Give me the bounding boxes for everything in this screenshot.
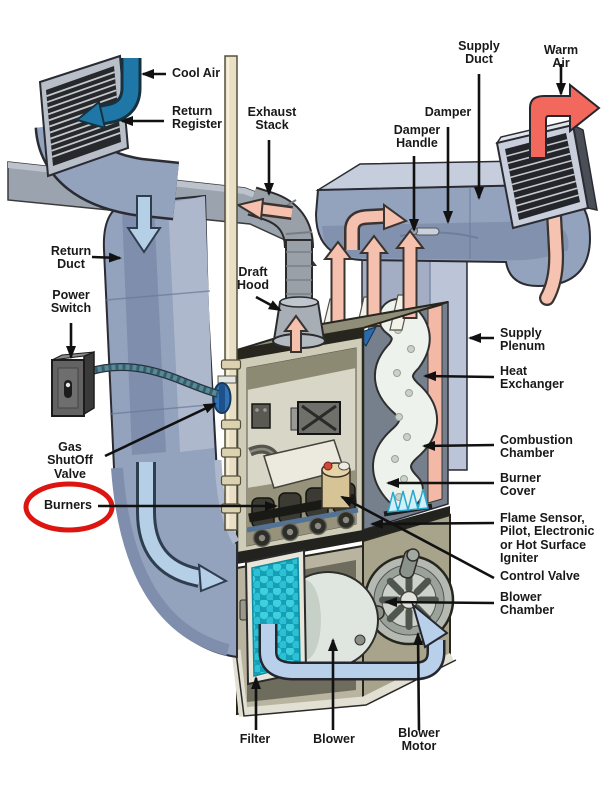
junction-box [251, 403, 271, 429]
label-draft-hood: Draft Hood [237, 265, 269, 293]
label-blower: Blower [313, 732, 355, 746]
label-burner-cover: Burner Cover [500, 471, 541, 499]
label-damper: Damper [424, 105, 472, 119]
label-heat-exchanger: Heat Exchanger [500, 364, 564, 392]
label-blower-motor: Blower Motor [398, 726, 440, 754]
label-gas-shutoff-valve: Gas ShutOff Valve [47, 440, 93, 481]
label-burners: Burners [44, 498, 92, 512]
warm-air-register [495, 82, 601, 306]
label-return-register: Return Register [172, 104, 223, 132]
leader-draft-hood [255, 295, 282, 312]
blower-chamber-graphic [231, 506, 457, 717]
leader-return-duct [91, 252, 122, 263]
electrical-conduit [86, 363, 220, 398]
burner-flames [383, 488, 433, 517]
ignition-module [290, 401, 341, 435]
heat-exchanger-graphic [362, 298, 449, 532]
supply-air-bend-arrow [344, 203, 409, 250]
label-blower-chamber: Blower Chamber [500, 590, 555, 618]
label-filter: Filter [239, 732, 271, 746]
power-switch-graphic [51, 350, 95, 417]
warm-air-flow-arrow [529, 82, 601, 159]
leader-blower-motor [413, 632, 424, 731]
burners-assembly [246, 482, 359, 548]
label-combustion-chamber: Combustion Chamber [500, 433, 573, 461]
leader-gas-shutoff-valve [104, 402, 217, 458]
leader-control-valve [340, 495, 495, 580]
label-supply-plenum: Supply Plenum [500, 326, 546, 354]
leader-heat-exchanger [423, 371, 495, 382]
label-power-switch: Power Switch [50, 288, 92, 316]
leader-combustion-chamber [422, 440, 495, 451]
return-air-down-arrow [126, 195, 162, 254]
label-return-duct: Return Duct [50, 244, 92, 272]
label-damper-handle: Damper Handle [393, 123, 441, 151]
label-exhaust-stack: Exhaust Stack [247, 105, 297, 133]
label-control-valve: Control Valve [500, 569, 580, 583]
return-duct-graphic [34, 54, 240, 659]
label-supply-duct: Supply Duct [458, 39, 500, 67]
draft-hood-graphic [235, 186, 326, 353]
gas-shutoff-valve-graphic [212, 382, 232, 414]
return-air-curve-arrow [136, 462, 229, 593]
control-valve-graphic [321, 461, 351, 509]
label-warm-air: Warm Air [543, 43, 579, 71]
exhaust-flow-arrow [235, 197, 293, 221]
flue-up-arrow [283, 314, 309, 353]
blower-intake-flow-arrow [258, 602, 449, 681]
label-flame-sensor: Flame Sensor, Pilot, Electronic or Hot S… [500, 511, 595, 566]
label-cool-air: Cool Air [172, 66, 221, 80]
label-leader-arrows [66, 64, 566, 731]
gas-pipe-graphic [212, 55, 242, 531]
leader-blower-chamber [384, 597, 495, 608]
cool-air-flow-arrow [74, 58, 142, 130]
